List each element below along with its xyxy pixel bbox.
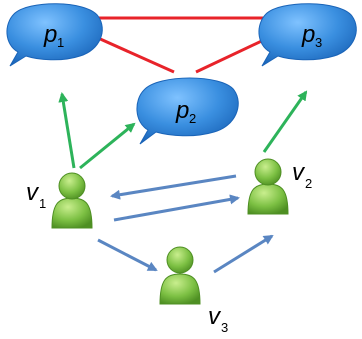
edge-v1-v2: [113, 194, 240, 222]
edge-v3-v2: [213, 234, 274, 274]
node-p1: p 1: [6, 3, 103, 67]
edge-p1-p2: [97, 36, 175, 74]
node-v3-subscript: 3: [221, 320, 228, 335]
blue-edges: [97, 174, 274, 274]
red-edges: [96, 16, 269, 74]
node-p2: p 2: [136, 77, 239, 145]
green-edges: [58, 90, 308, 170]
node-v1: v 1: [26, 172, 93, 229]
node-v3: v 3: [159, 246, 228, 335]
node-p2-label: p: [175, 97, 189, 124]
node-p1-subscript: 1: [57, 35, 64, 50]
edge-v1-v3: [97, 238, 158, 272]
node-p3-label: p: [301, 21, 315, 48]
speech-bubble-icon: [258, 3, 357, 67]
edge-v1-p2: [79, 122, 136, 170]
person-icon: [51, 172, 93, 229]
node-p1-label: p: [43, 21, 57, 48]
node-p3-subscript: 3: [315, 35, 322, 50]
speech-bubble-icon: [136, 77, 239, 145]
node-v1-subscript: 1: [39, 196, 46, 211]
edge-v2-v1: [110, 174, 237, 200]
node-v2-label: v: [292, 159, 306, 186]
node-v2-subscript: 2: [305, 176, 312, 191]
node-v2: v 2: [247, 158, 312, 215]
person-icon: [159, 246, 201, 305]
edge-v2-p3: [262, 90, 308, 153]
node-v1-label: v: [26, 179, 40, 206]
node-v3-label: v: [208, 303, 222, 330]
node-p2-subscript: 2: [189, 111, 196, 126]
edge-p3-p2: [195, 36, 269, 74]
node-p3: p 3: [258, 3, 357, 67]
person-icon: [247, 158, 289, 215]
edge-v1-p1: [58, 92, 76, 169]
speech-bubble-icon: [6, 3, 103, 67]
